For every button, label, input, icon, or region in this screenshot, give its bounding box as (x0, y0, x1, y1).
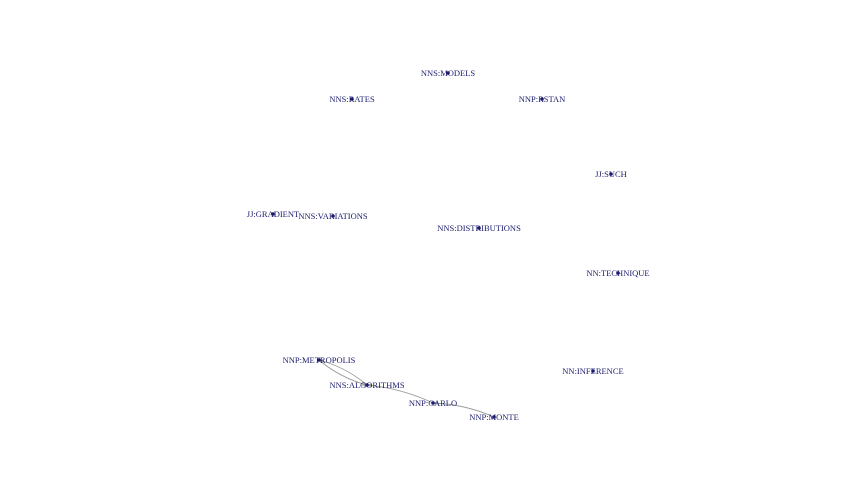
node-gradient[interactable]: JJ:GRADIENT (247, 209, 300, 219)
node-dot-distributions (477, 226, 481, 230)
node-dot-technique (616, 271, 620, 275)
nodes-layer: NNS:MODELS NNS:RATES NNP:RSTAN JJ:SUCH JJ:GR… (247, 68, 650, 422)
node-label-metropolis: NNP:METROPOLIS (283, 355, 356, 365)
edge-metropolis-algorithms (318, 359, 368, 386)
node-label-models: NNS:MODELS (421, 68, 476, 78)
node-dot-inference (591, 369, 595, 373)
node-label-distributions: NNS:DISTRIBUTIONS (437, 223, 521, 233)
node-dot-carlo (431, 401, 435, 405)
node-label-gradient: JJ:GRADIENT (247, 209, 300, 219)
edge-arrow-monte-carlo (433, 401, 438, 406)
node-distributions[interactable]: NNS:DISTRIBUTIONS (437, 223, 521, 233)
edge-carlo-algorithms (366, 384, 434, 404)
node-dot-metropolis (317, 358, 321, 362)
node-dot-algorithms (365, 383, 369, 387)
edges-layer (318, 359, 495, 418)
node-label-inference: NN:INFERENCE (562, 366, 623, 376)
node-dot-rates (350, 97, 354, 101)
node-variations[interactable]: NNS:VARIATIONS (298, 211, 368, 221)
node-dot-such (609, 172, 613, 176)
edge-arrow-carlo-algorithms (367, 383, 372, 388)
node-label-such: JJ:SUCH (595, 169, 627, 179)
node-label-algorithms: NNS:ALGORITHMS (329, 380, 404, 390)
node-label-rstan: NNP:RSTAN (519, 94, 566, 104)
node-label-variations: NNS:VARIATIONS (298, 211, 368, 221)
node-label-technique: NN:TECHNIQUE (586, 268, 649, 278)
node-rates[interactable]: NNS:RATES (329, 94, 375, 104)
node-dot-monte (492, 415, 496, 419)
node-metropolis[interactable]: NNP:METROPOLIS (283, 355, 356, 365)
node-monte[interactable]: NNP:MONTE (469, 412, 519, 422)
node-dot-variations (331, 214, 335, 218)
node-inference[interactable]: NN:INFERENCE (562, 366, 623, 376)
node-label-rates: NNS:RATES (329, 94, 375, 104)
node-such[interactable]: JJ:SUCH (595, 169, 627, 179)
node-label-carlo: NNP:CARLO (409, 398, 457, 408)
node-dot-models (446, 71, 450, 75)
edge-algorithms-metropolis (318, 359, 368, 386)
node-dot-rstan (540, 97, 544, 101)
edge-monte-carlo (432, 402, 495, 418)
node-label-monte: NNP:MONTE (469, 412, 519, 422)
node-carlo[interactable]: NNP:CARLO (409, 398, 457, 408)
node-dot-gradient (271, 212, 275, 216)
node-rstan[interactable]: NNP:RSTAN (519, 94, 566, 104)
node-technique[interactable]: NN:TECHNIQUE (586, 268, 649, 278)
node-models[interactable]: NNS:MODELS (421, 68, 476, 78)
node-algorithms[interactable]: NNS:ALGORITHMS (329, 380, 404, 390)
